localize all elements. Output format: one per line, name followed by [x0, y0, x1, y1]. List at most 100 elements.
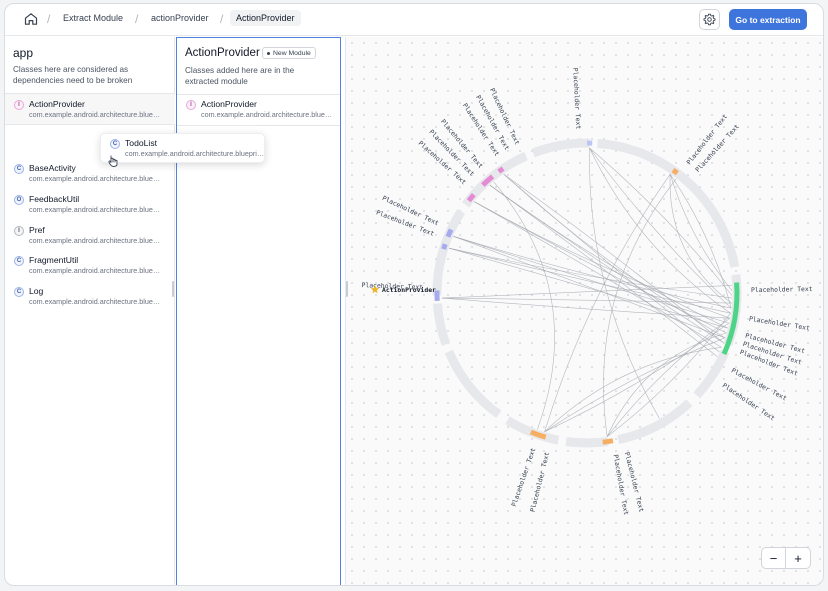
star-icon — [370, 285, 380, 294]
ring-segment — [693, 349, 730, 399]
class-badge: C — [14, 256, 24, 266]
dependency-link — [669, 174, 732, 309]
list-item[interactable]: I ActionProvider com.example.android.arc… — [14, 99, 174, 126]
node-label: Placeholder Text — [751, 285, 813, 294]
node-arc — [721, 282, 740, 356]
dependency-link — [442, 297, 732, 304]
class-name: ActionProvider — [201, 99, 257, 109]
panel-resize-handle[interactable] — [172, 281, 174, 297]
class-name: FragmentUtil — [29, 255, 79, 265]
dependency-link — [606, 332, 727, 437]
go-to-extraction-button[interactable]: Go to extraction — [729, 9, 807, 30]
breadcrumb-action-provider[interactable]: actionProvider — [151, 13, 209, 23]
dependency-link — [589, 147, 731, 314]
class-package: com.example.android.architecture.bluepri… — [201, 110, 333, 119]
breadcrumb-separator: / — [47, 12, 51, 26]
list-item: C TodoList com.example.android.architect… — [110, 138, 270, 165]
breadcrumb-extract-module[interactable]: Extract Module — [63, 13, 124, 23]
zoom-out-button[interactable]: − — [762, 548, 787, 568]
node-label: Placeholder Text — [361, 281, 423, 291]
interface-badge: I — [14, 226, 24, 236]
list-item[interactable]: C FragmentUtil com.example.android.archi… — [14, 255, 174, 282]
ring-segment — [565, 437, 609, 448]
class-name: BaseActivity — [29, 163, 76, 173]
ring-segment — [617, 399, 693, 445]
ring-segment — [531, 138, 590, 158]
breadcrumb-separator: / — [135, 12, 139, 26]
ring-segment — [505, 416, 560, 445]
list-item[interactable]: C BaseActivity com.example.android.archi… — [14, 163, 174, 190]
divider — [177, 125, 340, 126]
dependency-link — [442, 297, 730, 319]
class-package: com.example.android.architecture.bluepri… — [29, 174, 161, 183]
pinned-item-row: I ActionProvider com.example.android.arc… — [5, 93, 175, 125]
class-name: ActionProvider — [29, 99, 85, 109]
dependency-link — [453, 236, 732, 309]
gear-icon — [703, 13, 716, 26]
dependency-link — [669, 174, 733, 291]
dependency-link — [589, 147, 733, 296]
dependency-link — [544, 322, 729, 432]
top-bar: / Extract Module / actionProvider / Acti… — [5, 4, 823, 36]
settings-button[interactable] — [699, 9, 720, 30]
highlight-label: ActionProvider — [382, 286, 436, 294]
hand-cursor-icon — [108, 155, 118, 167]
class-package: com.example.android.architecture.bluepri… — [29, 205, 161, 214]
app-panel: app Classes here are considered as depen… — [5, 37, 175, 585]
ring-segment — [597, 138, 740, 268]
object-badge: O — [14, 195, 24, 205]
app-panel-description: Classes here are considered as dependenc… — [13, 65, 133, 85]
interface-badge: I — [14, 100, 24, 110]
dependency-link — [474, 201, 727, 334]
dragged-item[interactable]: C TodoList com.example.android.architect… — [100, 133, 265, 163]
panel-resize-handle[interactable] — [346, 281, 348, 297]
dependency-link — [489, 184, 718, 357]
home-icon[interactable] — [23, 11, 39, 27]
dependency-link — [489, 184, 724, 343]
dependency-link — [589, 147, 660, 419]
node-arc — [497, 166, 505, 174]
dependency-link — [449, 247, 732, 299]
class-name: Log — [29, 286, 44, 296]
class-name: FeedbackUtil — [29, 194, 80, 204]
dependency-link — [453, 236, 729, 324]
list-item[interactable]: I ActionProvider com.example.android.arc… — [186, 99, 346, 126]
dependency-link — [453, 236, 726, 339]
dependency-link — [603, 178, 677, 437]
node-label: Placeholder Text — [748, 315, 810, 333]
node-arc — [602, 438, 614, 445]
divider — [177, 94, 340, 95]
dependency-link — [489, 184, 728, 329]
node-arc — [441, 243, 448, 250]
list-item[interactable]: O FeedbackUtil com.example.android.archi… — [14, 194, 174, 221]
list-item[interactable]: I Pref com.example.android.architecture.… — [14, 225, 174, 252]
breadcrumb-separator: / — [220, 12, 224, 26]
ring-segment — [432, 303, 451, 346]
class-badge: C — [14, 164, 24, 174]
list-item[interactable]: C Log com.example.android.architecture.b… — [14, 286, 174, 313]
dependency-link — [544, 337, 726, 432]
node-arc — [671, 168, 679, 176]
dependency-link — [669, 174, 732, 304]
dependency-link — [544, 347, 722, 432]
node-label: Placeholder Text — [571, 68, 582, 130]
dependency-link — [503, 173, 720, 353]
dependency-link — [449, 247, 731, 314]
dependency-link — [503, 173, 724, 343]
new-module-tag: New Module — [262, 47, 316, 59]
ring-segment — [432, 208, 466, 296]
class-package: com.example.android.architecture.bluepri… — [29, 236, 161, 245]
class-name: TodoList — [125, 138, 158, 148]
zoom-in-button[interactable]: + — [794, 550, 802, 566]
node-arc — [466, 192, 476, 203]
module-panel[interactable]: ActionProvider New Module Classes added … — [176, 37, 341, 585]
node-arc — [529, 429, 547, 440]
app-panel-title: app — [13, 46, 34, 60]
class-package: com.example.android.architecture.bluepri… — [29, 110, 161, 119]
dependency-link — [544, 174, 671, 432]
interface-badge: I — [186, 100, 196, 110]
dependency-link — [493, 181, 555, 430]
dependency-link — [606, 317, 730, 437]
